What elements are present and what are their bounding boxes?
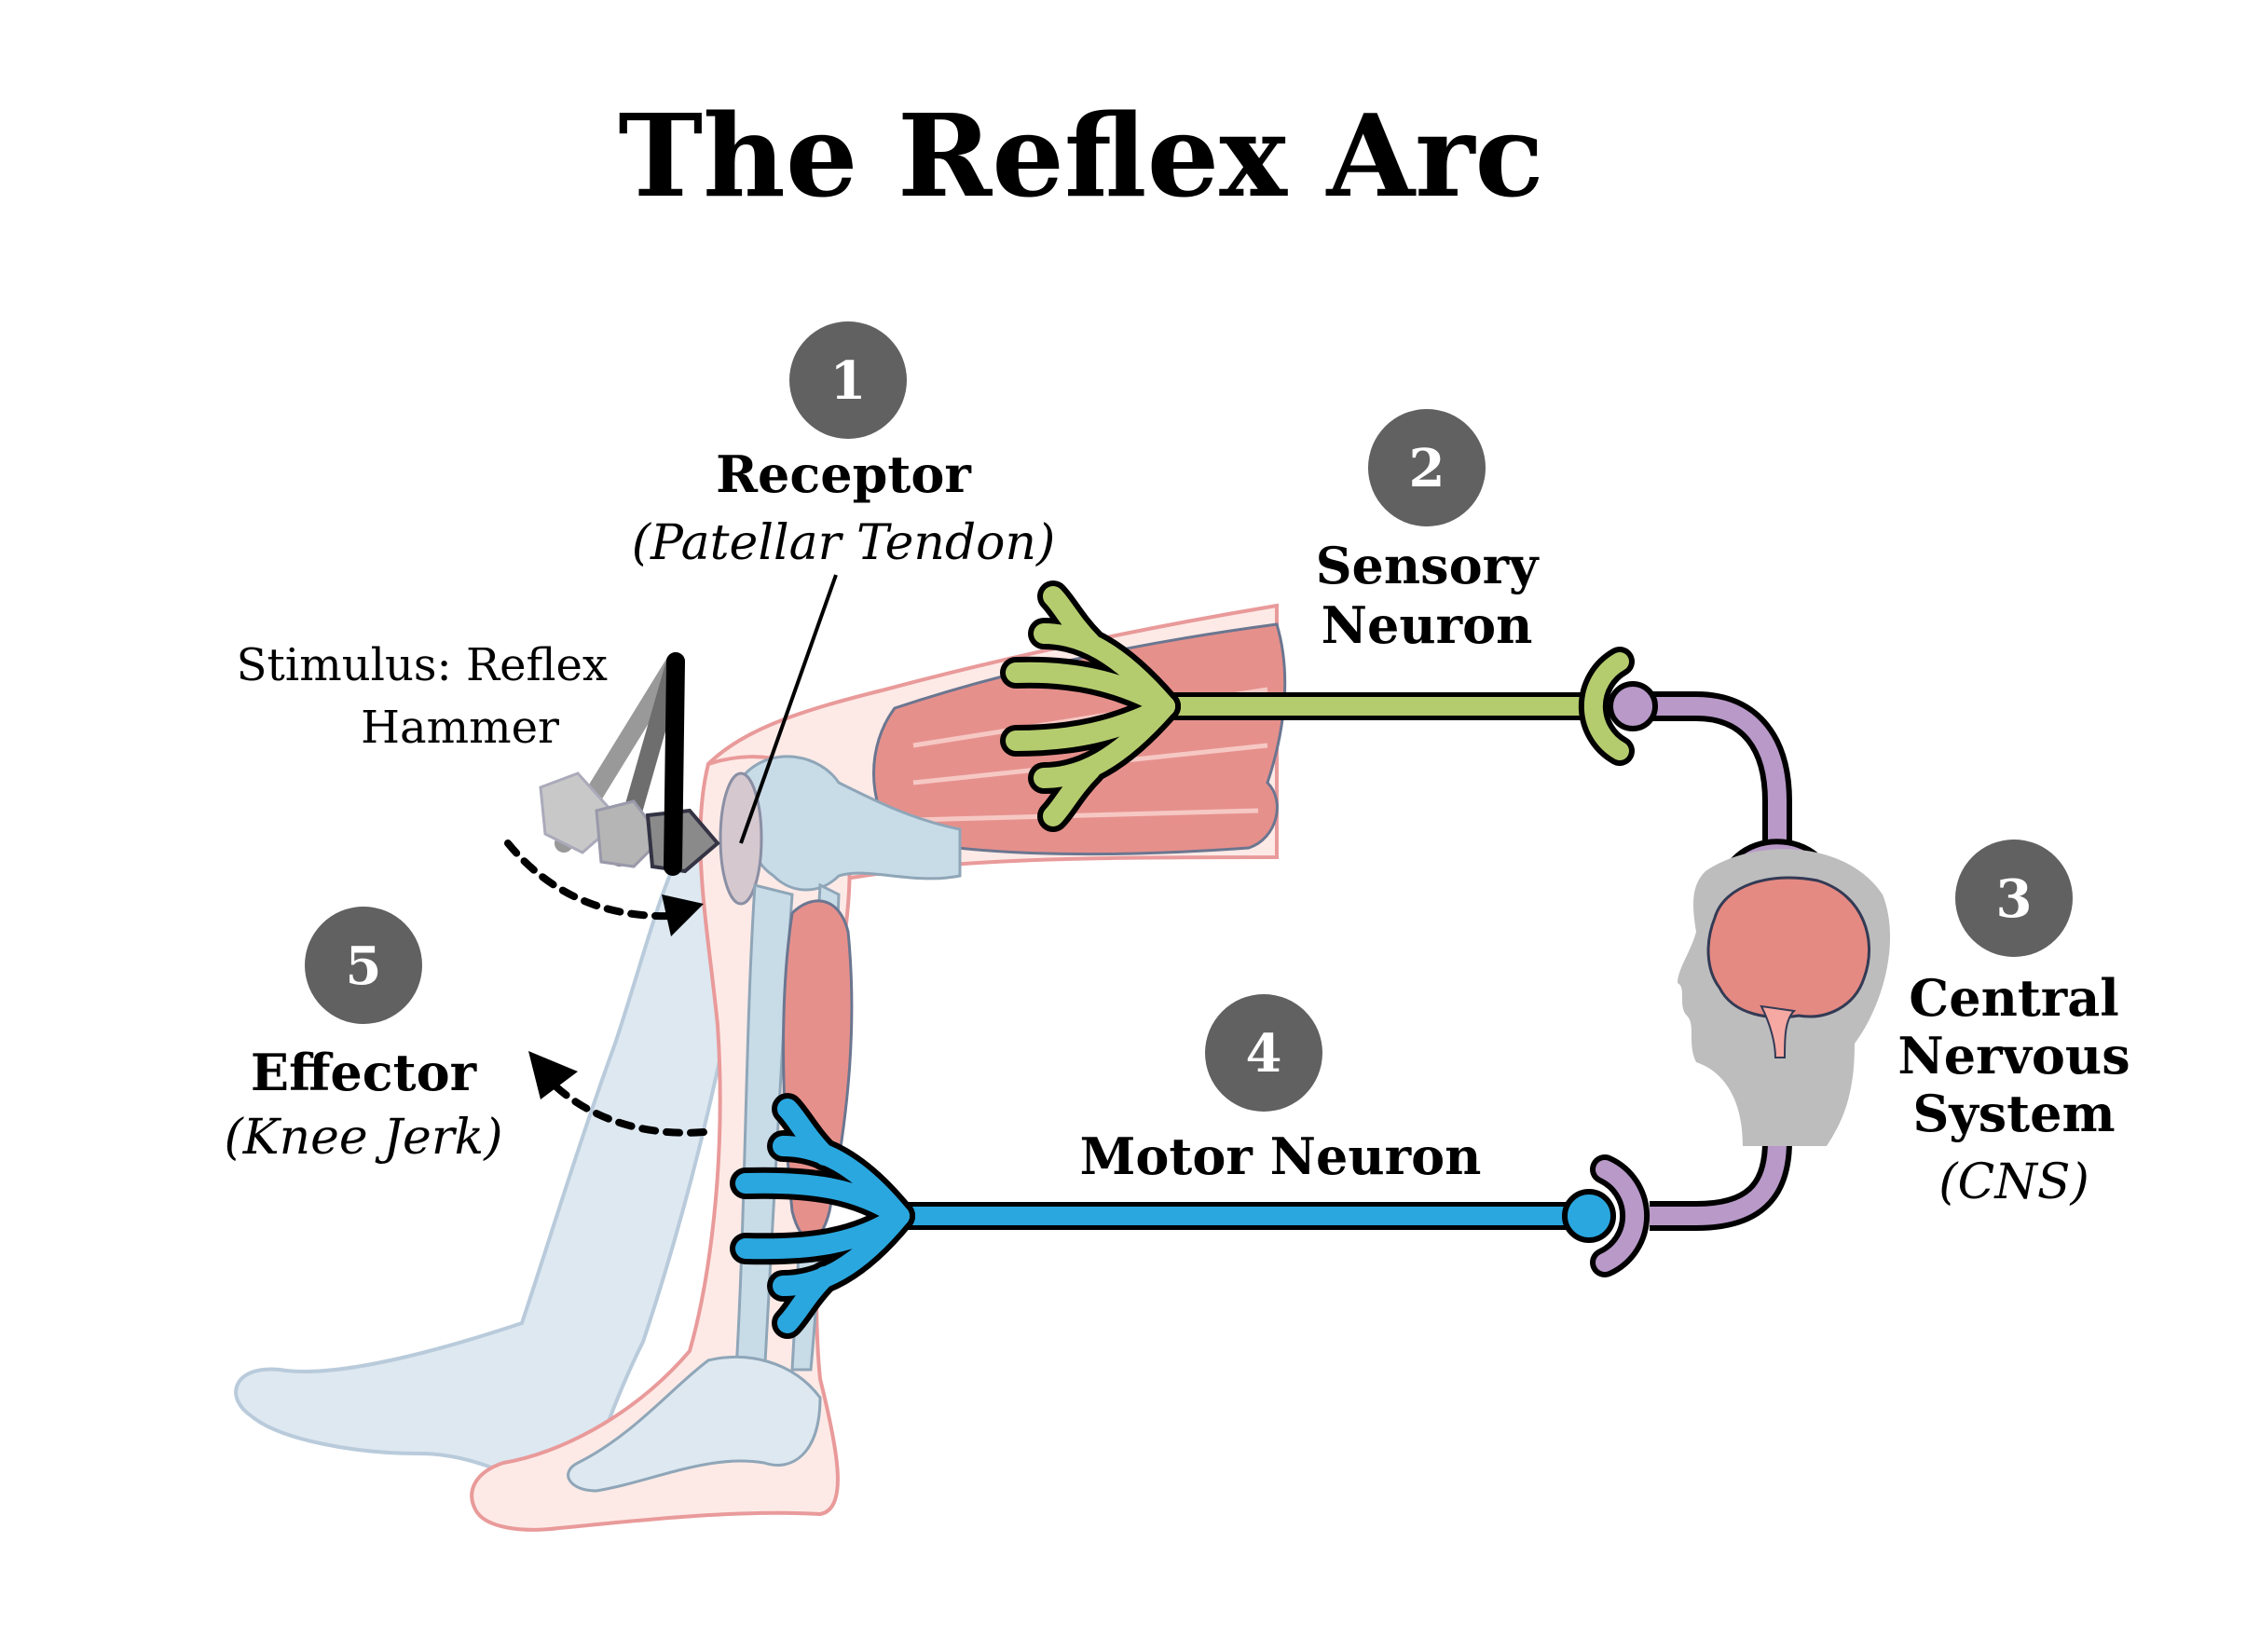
step-2-title-line2: Neuron [1322,595,1533,655]
step-2-sensory-neuron: 2 Sensory Neuron [1316,409,1540,655]
diagram-title: The Reflex Arc [618,89,1543,223]
step-1-title: Receptor [716,444,971,504]
step-5-effector: 5 Effector (Knee Jerk) [225,907,503,1166]
stimulus-label: Stimulus: Reflex Hammer [237,639,608,754]
step-3-number: 3 [1996,868,2033,930]
step-3-badge [1955,840,2073,957]
step-5-badge [305,907,422,1024]
stimulus-label-line1: Stimulus: Reflex [237,639,608,691]
step-1-badge [789,321,907,439]
step-1-receptor: 1 Receptor (Patellar Tendon) [632,321,1056,571]
step-4-motor-neuron: 4 Motor Neuron [1080,994,1482,1186]
knee-jerk-arrow [528,1051,707,1137]
step-4-title: Motor Neuron [1080,1126,1482,1186]
sensory-neuron [1000,580,1635,832]
step-3-cns: 3 Central Nervous System (CNS) [1897,840,2130,1210]
foot-bones [567,1355,822,1493]
reflex-hammer-icon [539,652,720,876]
head-brain-icon [1678,849,1891,1146]
step-3-title-line1: Central [1909,968,2119,1028]
step-4-badge [1205,994,1322,1112]
stimulus-label-line2: Hammer [361,702,559,754]
stimulus-arrow [504,840,704,936]
step-1-number: 1 [830,350,867,412]
knee-bone [740,755,962,892]
step-3-subtitle: (CNS) [1938,1154,2089,1210]
step-4-number: 4 [1246,1023,1282,1085]
step-2-number: 2 [1409,438,1445,499]
step-2-badge [1368,409,1486,526]
motor-neuron [730,1093,1616,1339]
step-5-subtitle: (Knee Jerk) [225,1110,503,1166]
step-1-subtitle: (Patellar Tendon) [632,515,1056,571]
step-5-number: 5 [346,935,382,997]
step-2-title-line1: Sensory [1316,536,1540,595]
step-3-title-line2: Nervous [1897,1026,2130,1085]
step-3-title-line3: System [1912,1084,2115,1143]
receptor-pointer-line [739,574,838,844]
step-5-title: Effector [251,1043,477,1102]
ghost-lower-leg [234,816,730,1512]
